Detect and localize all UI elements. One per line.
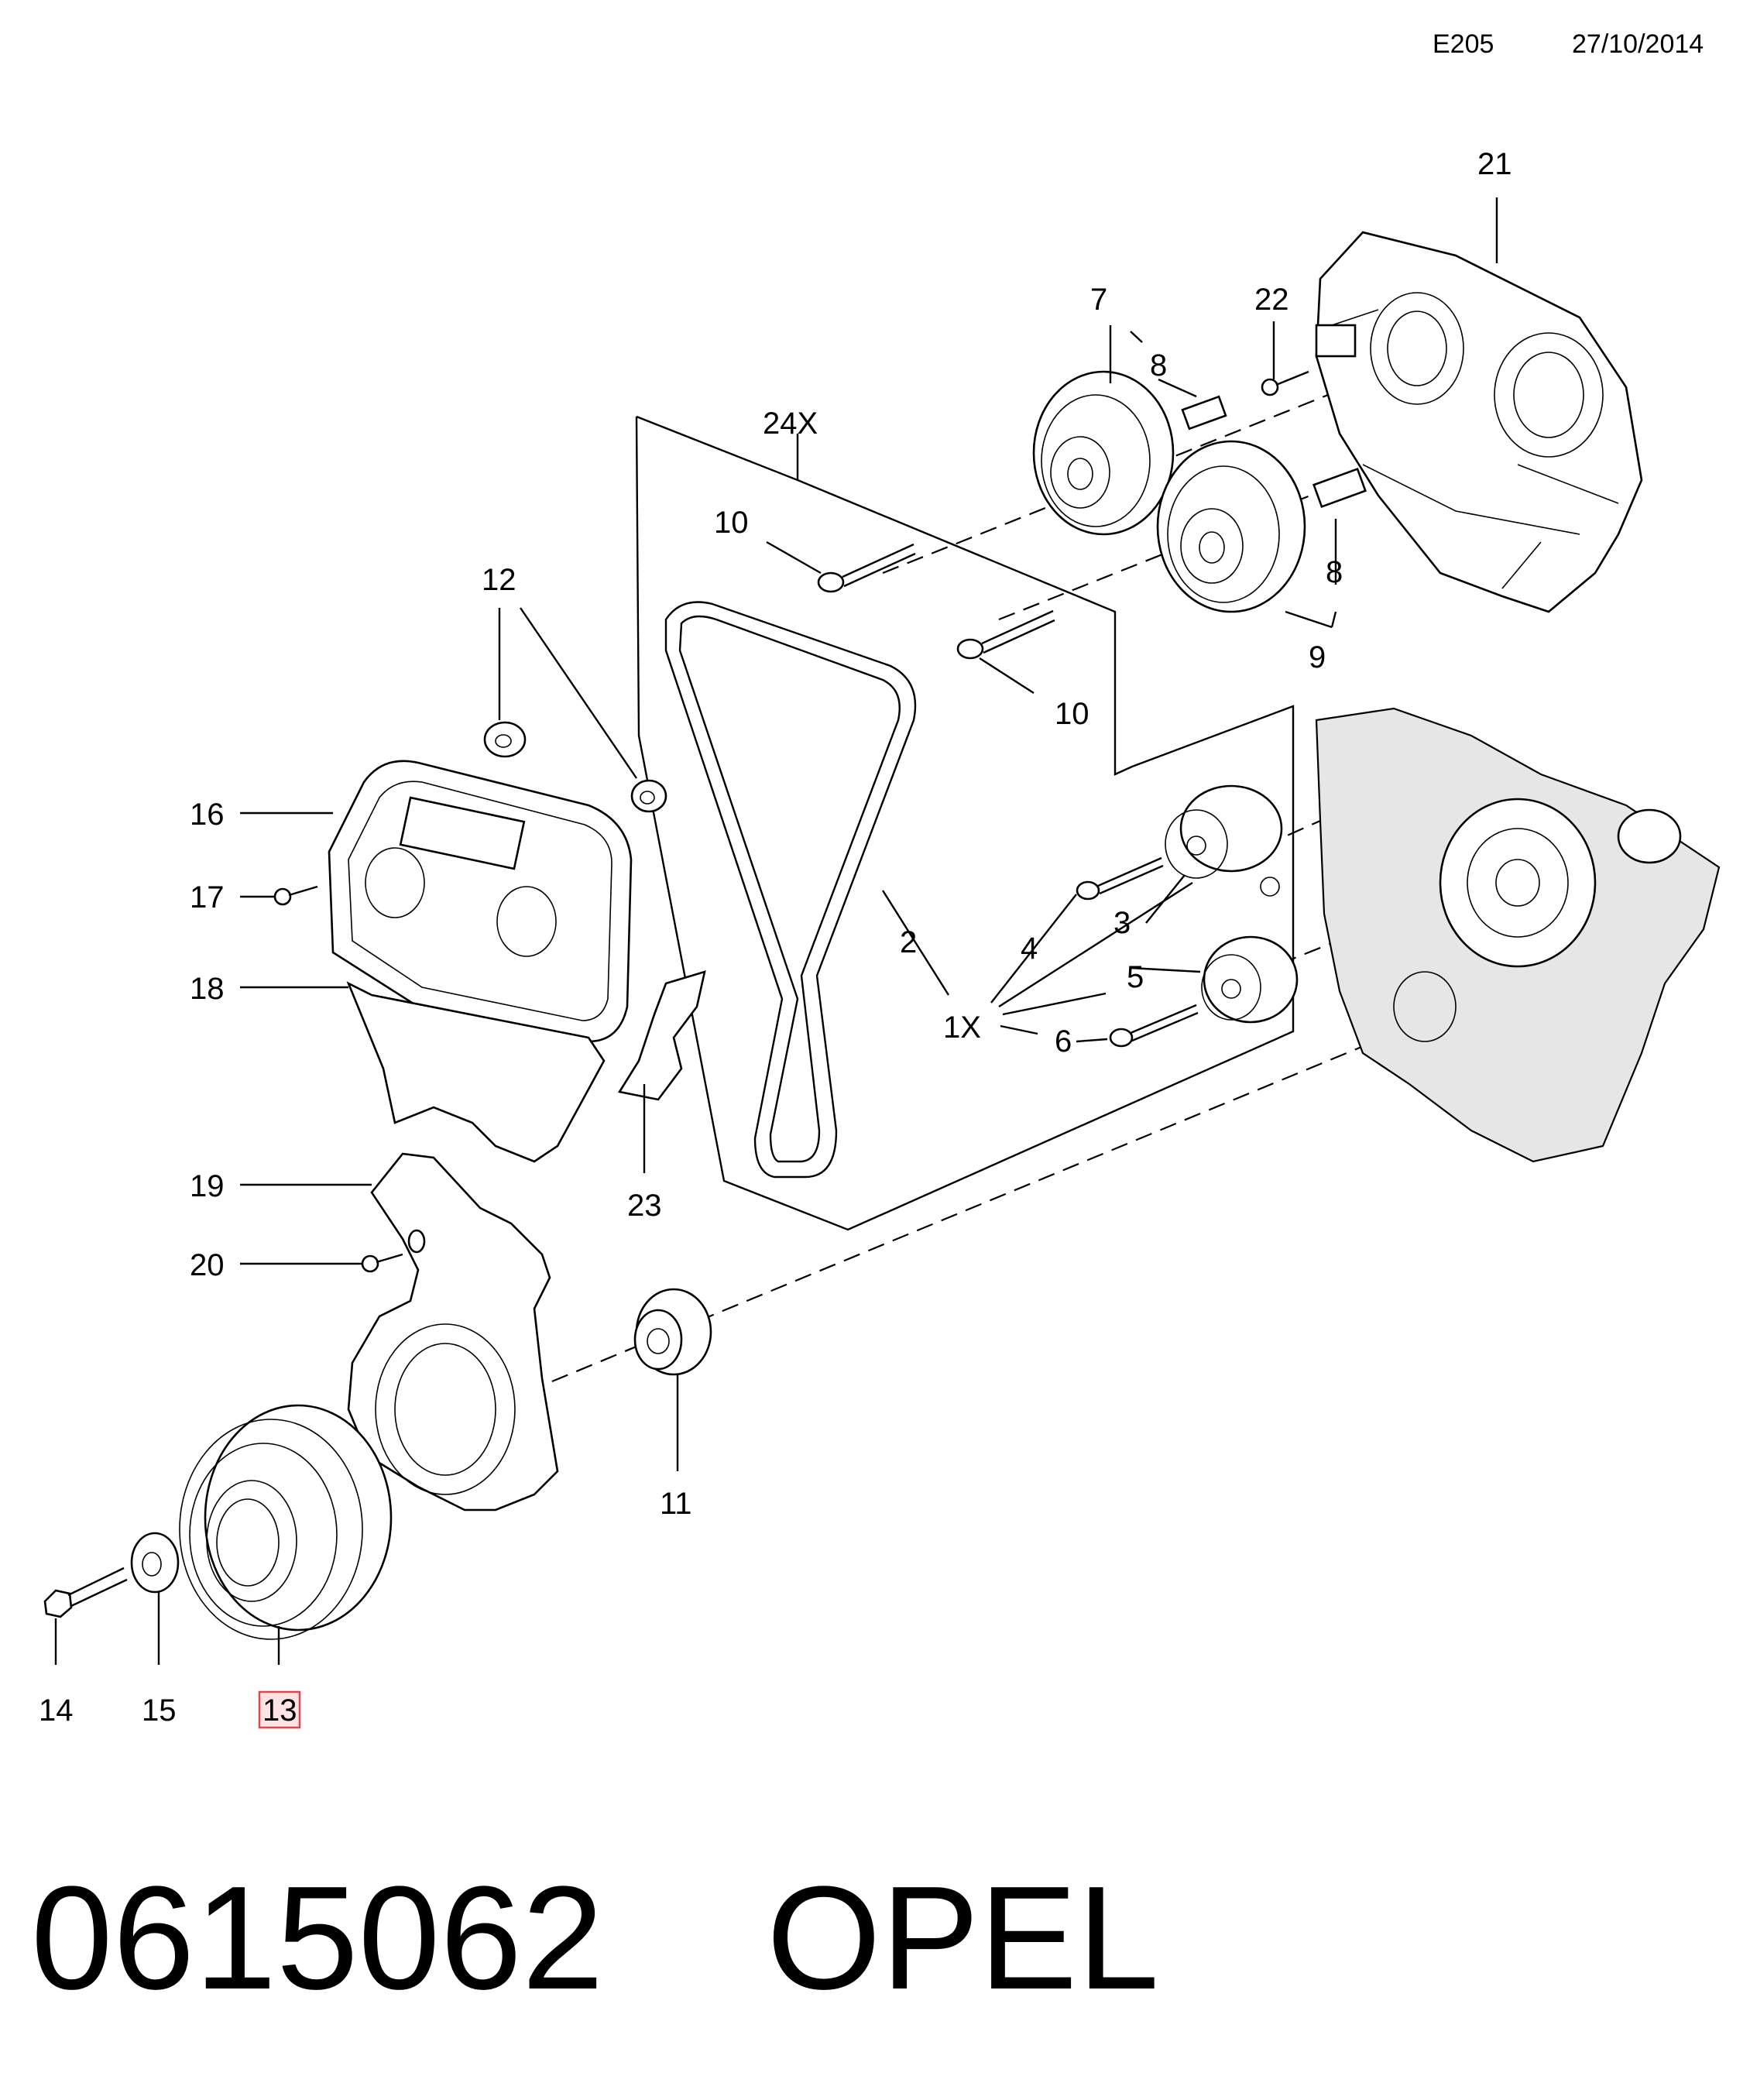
- bolt-22: [1261, 370, 1309, 396]
- callout-24x: 24X: [763, 407, 818, 441]
- kit-frame: [635, 415, 1295, 1231]
- callout-1x: 1X: [943, 1011, 981, 1045]
- callout-15: 15: [142, 1693, 177, 1728]
- callout-6: 6: [1055, 1024, 1072, 1059]
- callout-4: 4: [1021, 932, 1038, 966]
- callout-14: 14: [39, 1693, 74, 1728]
- callout-8b: 8: [1326, 555, 1343, 589]
- callout-19: 19: [190, 1169, 225, 1203]
- callout-12: 12: [482, 563, 516, 597]
- pulley-washer: [130, 1532, 180, 1594]
- callout-13: 13: [262, 1693, 297, 1728]
- callout-8a: 8: [1150, 348, 1167, 383]
- callout-22: 22: [1254, 283, 1289, 317]
- callout-9: 9: [1309, 640, 1326, 674]
- camshaft-bolt-upper: [817, 543, 916, 593]
- callout-21: 21: [1477, 147, 1512, 181]
- callout-11: 11: [660, 1487, 692, 1521]
- callouts: 21 7 22 8 24X 10 8 9 10 12 16 17 18 2 4 …: [39, 147, 1512, 1729]
- belt-tensioner: [1165, 784, 1283, 897]
- idler-pulley: [1201, 935, 1299, 1024]
- tensioner-bolt: [1076, 856, 1164, 901]
- idler-bolt: [1109, 1004, 1199, 1048]
- dowel-pin-upper: [1181, 395, 1227, 431]
- crankshaft-pulley: [179, 1404, 393, 1640]
- camshaft-gear-upper: [1032, 370, 1175, 536]
- lower-timing-cover: [347, 1152, 559, 1512]
- engine-front-housing: [1315, 707, 1721, 1163]
- callout-23: 23: [627, 1189, 662, 1223]
- diagram-code: E205: [1433, 29, 1494, 59]
- cover-gasket: [346, 981, 606, 1163]
- timing-belt: [664, 601, 917, 1179]
- callout-7: 7: [1090, 283, 1107, 317]
- callout-17: 17: [190, 880, 225, 914]
- part-number: 0615062: [31, 1856, 604, 2020]
- diagram-date: 27/10/2014: [1572, 29, 1704, 59]
- camshaft-gear-lower: [1156, 440, 1306, 613]
- front-timing-cover-upper: [328, 760, 633, 1043]
- callout-13-highlight: [258, 1690, 301, 1729]
- crankshaft-sprocket: [633, 1288, 712, 1376]
- rear-timing-cover: [1315, 231, 1643, 613]
- leader-lines: [54, 197, 1498, 1665]
- dowel-pin-lower: [1312, 467, 1367, 509]
- pulley-bolt: [43, 1566, 128, 1618]
- callout-2: 2: [900, 925, 917, 959]
- camshaft-bolt-lower: [956, 609, 1055, 660]
- callout-18: 18: [190, 972, 225, 1006]
- grommet-lower: [630, 779, 667, 813]
- callout-10b: 10: [1055, 697, 1089, 731]
- callout-10a: 10: [714, 506, 749, 540]
- callout-16: 16: [190, 798, 225, 832]
- callout-3: 3: [1113, 906, 1131, 940]
- cover-bolt-20: [361, 1229, 426, 1273]
- callout-5: 5: [1127, 960, 1144, 994]
- cover-bolt-17: [273, 885, 318, 906]
- grommet-upper: [483, 721, 527, 758]
- brand-name: OPEL: [767, 1856, 1159, 2020]
- cover-bracket: [617, 970, 706, 1101]
- callout-20: 20: [190, 1248, 225, 1282]
